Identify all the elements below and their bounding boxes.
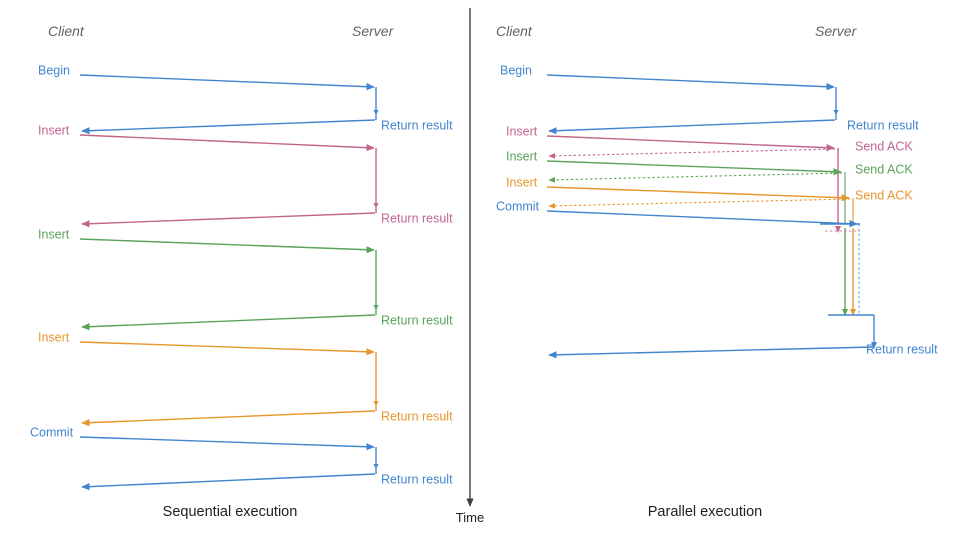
return-label-1: Return result: [381, 211, 453, 225]
commit-response-arrow: [548, 346, 874, 359]
transaction-1: [79, 134, 379, 228]
return-label-4: Return result: [381, 472, 453, 486]
request-arrow: [79, 74, 375, 91]
request-arrow: [79, 134, 375, 152]
event-label-insert-3: Insert: [506, 175, 538, 189]
ack-arrow: [548, 198, 851, 209]
server-label-3: Send ACK: [855, 188, 913, 202]
server-label-0: Return result: [847, 118, 919, 132]
activation-arrowhead: [833, 110, 839, 115]
activation-arrowhead: [373, 401, 379, 406]
activation-arrowhead: [373, 464, 379, 469]
event-label-insert-2: Insert: [38, 227, 70, 241]
request-arrow: [546, 74, 835, 91]
transaction-insert-2: [546, 186, 856, 316]
server-label-2: Send ACK: [855, 162, 913, 176]
response-arrow: [548, 119, 836, 135]
transaction-0: [79, 74, 379, 135]
event-label-insert-1: Insert: [38, 123, 70, 137]
server-role-label: Server: [352, 23, 395, 39]
work-end-arrowhead: [835, 226, 841, 233]
event-label-insert-3: Insert: [38, 330, 70, 344]
work-end-arrowhead: [842, 309, 848, 316]
client-role-label: Client: [48, 23, 85, 39]
request-arrow: [79, 436, 375, 451]
transaction-begin: [546, 74, 839, 135]
ack-arrow: [548, 172, 843, 183]
event-label-begin-0: Begin: [500, 63, 532, 77]
event-label-insert-2: Insert: [506, 149, 538, 163]
request-arrow: [546, 160, 842, 176]
transaction-insert-1: [546, 160, 848, 316]
request-arrow: [79, 238, 375, 254]
server-role-label: Server: [815, 23, 858, 39]
ack-arrow: [548, 148, 836, 159]
client-role-label: Client: [496, 23, 533, 39]
transaction-insert-0: [546, 135, 841, 233]
response-arrow: [81, 410, 376, 427]
event-label-commit-4: Commit: [30, 425, 74, 439]
time-axis-label: Time: [456, 510, 484, 525]
request-arrow: [546, 186, 850, 202]
activation-arrowhead: [373, 203, 379, 208]
work-end-arrowhead: [850, 309, 856, 316]
commit-result-arrowhead: [871, 342, 877, 349]
time-axis-layer: Time: [456, 8, 484, 525]
activation-arrowhead: [373, 110, 379, 115]
activation-arrowhead: [373, 305, 379, 310]
server-label-4: Return result: [866, 342, 938, 356]
panel-caption: Parallel execution: [648, 504, 762, 520]
return-label-0: Return result: [381, 118, 453, 132]
response-arrow: [81, 314, 376, 331]
response-arrow: [81, 212, 376, 228]
commit-request-arrow: [546, 210, 858, 228]
response-arrow: [81, 119, 376, 135]
request-arrow: [546, 135, 835, 152]
event-label-insert-1: Insert: [506, 124, 538, 138]
server-label-1: Send ACK: [855, 139, 913, 153]
return-label-3: Return result: [381, 409, 453, 423]
transaction-2: [79, 238, 379, 331]
request-arrow: [79, 341, 375, 356]
event-label-commit-4: Commit: [496, 199, 540, 213]
transaction-4: [79, 436, 379, 491]
transaction-commit: [546, 210, 877, 359]
response-arrow: [81, 473, 376, 491]
transaction-3: [79, 341, 379, 427]
event-label-begin-0: Begin: [38, 63, 70, 77]
return-label-2: Return result: [381, 313, 453, 327]
panel-caption: Sequential execution: [163, 504, 298, 520]
